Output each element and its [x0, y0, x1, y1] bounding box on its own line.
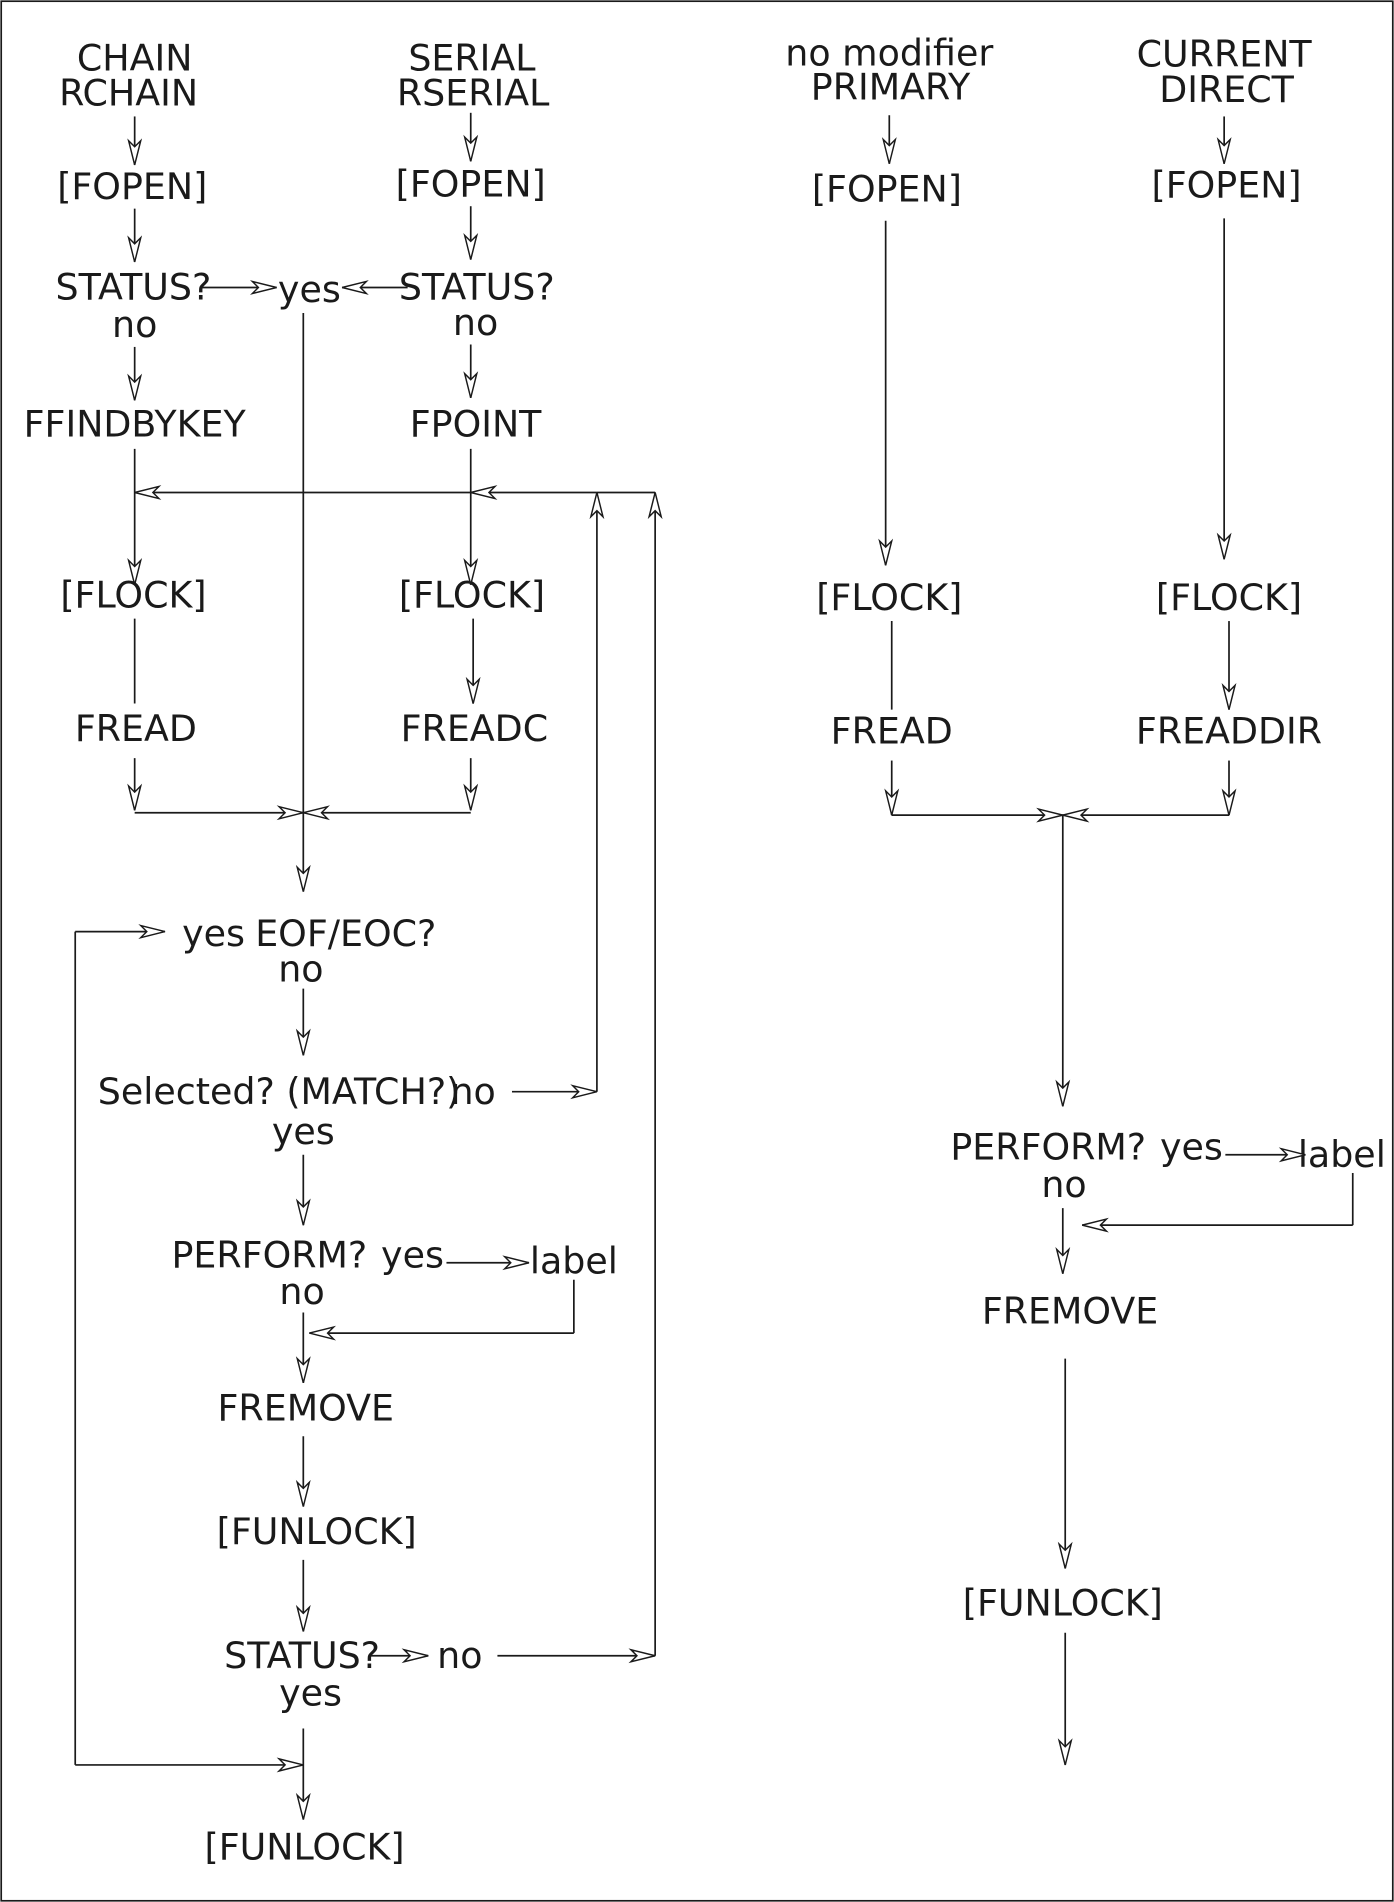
perform-node-left: PERFORM? [171, 1234, 367, 1277]
arrowhead-down [463, 134, 479, 162]
arrowhead-down [465, 676, 481, 704]
arrowhead-right [502, 1255, 530, 1271]
perform-node-right: PERFORM? [950, 1126, 1146, 1169]
rserial-label: RSERIAL [397, 72, 550, 115]
chain-label: CHAIN [77, 36, 193, 79]
funlock-node-right: [FUNLOCK] [963, 1582, 1163, 1625]
arrowhead-left [341, 280, 369, 295]
yes-perform-right: yes [1160, 1126, 1223, 1169]
flock-node-primary: [FLOCK] [816, 576, 962, 619]
no-status-serial: no [453, 301, 498, 344]
fopen-node-serial: [FOPEN] [396, 163, 546, 206]
arrowhead-left [303, 805, 330, 821]
selected-match-node: Selected? (MATCH?) [98, 1070, 461, 1113]
arrowhead-right [401, 1648, 429, 1664]
eof-eoc-node: EOF/EOC? [255, 912, 436, 955]
arrowhead-down [1057, 1541, 1073, 1569]
arrowhead-down [1216, 137, 1232, 164]
arrowhead-down [127, 373, 143, 401]
freaddir-node: FREADDIR [1136, 710, 1322, 753]
arrowhead-down [295, 1356, 311, 1384]
arrowhead-right [138, 924, 166, 940]
arrowhead-down [295, 1604, 311, 1632]
arrowhead-down [127, 138, 143, 166]
fopen-node-direct: [FOPEN] [1152, 164, 1302, 207]
yes-status-bottom: yes [279, 1671, 342, 1714]
arrowhead-left [1082, 1217, 1109, 1233]
primary-label: PRIMARY [811, 65, 971, 108]
fread-node-primary: FREAD [831, 710, 953, 753]
arrowhead-up [589, 492, 605, 520]
arrowhead-down [878, 538, 894, 566]
arrowhead-down [463, 232, 479, 260]
yes-selected: yes [272, 1110, 335, 1153]
arrowhead-right [570, 1084, 598, 1100]
arrowhead-right [1036, 807, 1063, 823]
no-status-bottom: no [437, 1634, 482, 1677]
label-node-right: label [1298, 1133, 1386, 1176]
arrowhead-right [276, 805, 304, 821]
arrowhead-left [309, 1325, 337, 1341]
status-node-serial: STATUS? [399, 266, 555, 309]
fread-node-chain: FREAD [75, 707, 197, 750]
flock-node-direct: [FLOCK] [1156, 576, 1302, 619]
arrowheads [127, 134, 1306, 1820]
arrowhead-down [1216, 532, 1232, 560]
yes-eof: yes [182, 912, 245, 955]
arrowhead-left [470, 485, 498, 500]
status-node-bottom: STATUS? [224, 1634, 380, 1677]
direct-label: DIRECT [1159, 68, 1294, 111]
fopen-node-chain: [FOPEN] [57, 165, 207, 208]
arrowhead-down [881, 137, 897, 164]
no-modifier-label: no modifier [785, 32, 993, 75]
arrowhead-down [463, 558, 479, 585]
arrowhead-down [1055, 1079, 1071, 1107]
no-perform-right: no [1041, 1163, 1086, 1206]
arrowhead-down [127, 783, 143, 811]
arrowhead-down [127, 235, 143, 263]
fpoint-node: FPOINT [410, 403, 542, 446]
rchain-label: RCHAIN [59, 72, 198, 115]
arrowhead-down [295, 1792, 311, 1820]
arrowhead-right [628, 1648, 656, 1664]
funlock-node-left-1: [FUNLOCK] [217, 1510, 417, 1553]
status-node-chain: STATUS? [56, 266, 212, 309]
arrowhead-down [1221, 682, 1237, 710]
arrowhead-down [295, 1028, 311, 1056]
arrowhead-right [276, 1757, 304, 1773]
yes-perform-left: yes [381, 1234, 444, 1277]
arrowhead-down [295, 1479, 311, 1507]
arrowhead-up [647, 492, 663, 520]
arrowhead-left [134, 485, 162, 500]
arrowhead-down [884, 788, 900, 816]
arrowhead-down [463, 371, 479, 399]
arrowhead-down [127, 558, 143, 585]
freadc-node: FREADC [401, 707, 548, 750]
no-status-chain: no [112, 303, 157, 346]
current-label: CURRENT [1137, 33, 1313, 76]
arrowhead-down [463, 783, 479, 811]
fremove-node-right: FREMOVE [982, 1289, 1158, 1332]
arrowhead-down [295, 864, 311, 892]
yes-status-shared: yes [278, 268, 341, 311]
no-eof: no [278, 947, 323, 990]
label-node-left: label [530, 1240, 618, 1283]
fopen-node-primary: [FOPEN] [812, 167, 962, 210]
arrowhead-right [1278, 1147, 1306, 1163]
no-selected: no [451, 1070, 496, 1113]
serial-label: SERIAL [408, 36, 536, 79]
arrowhead-down [295, 1198, 311, 1226]
ffindbykey-node: FFINDBYKEY [24, 403, 247, 446]
fremove-node-left: FREMOVE [218, 1386, 394, 1429]
arrowhead-right [249, 280, 277, 295]
arrowhead-down [1057, 1738, 1073, 1766]
no-perform-left: no [279, 1270, 324, 1313]
arrowhead-left [1062, 807, 1090, 823]
funlock-node-left-2: [FUNLOCK] [205, 1826, 405, 1869]
arrowhead-down [1221, 788, 1237, 816]
arrowhead-down [1055, 1247, 1071, 1274]
